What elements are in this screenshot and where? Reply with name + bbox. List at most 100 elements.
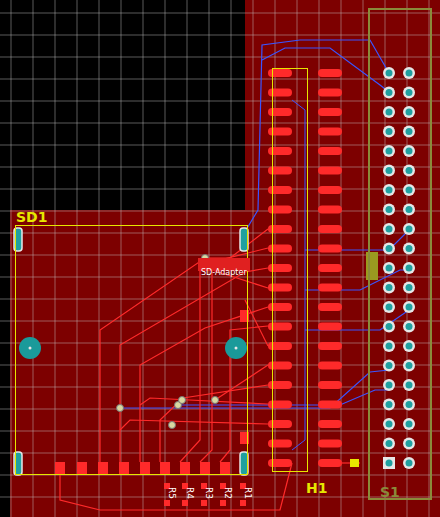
drill-hole bbox=[406, 382, 413, 389]
mount-pad bbox=[240, 228, 248, 251]
th-pad bbox=[403, 126, 415, 138]
marker bbox=[350, 459, 359, 467]
drill-hole bbox=[406, 421, 413, 428]
drill-hole bbox=[406, 187, 413, 194]
component-label: SD-Adapter bbox=[198, 258, 250, 271]
th-pad bbox=[403, 262, 415, 274]
grid-line bbox=[0, 497, 440, 498]
copper-trace bbox=[180, 248, 268, 462]
th-pad bbox=[383, 67, 395, 79]
via bbox=[212, 397, 219, 404]
drill-hole bbox=[386, 206, 393, 213]
th-pad bbox=[383, 340, 395, 352]
via bbox=[169, 422, 176, 429]
smd-pad bbox=[318, 284, 342, 292]
drill-hole bbox=[406, 206, 413, 213]
grid-line bbox=[0, 35, 440, 36]
copper-trace bbox=[292, 100, 305, 450]
grid-line bbox=[0, 343, 440, 344]
smd-pad bbox=[160, 462, 170, 474]
drill-hole bbox=[406, 284, 413, 291]
grid-line bbox=[0, 79, 440, 80]
th-pad bbox=[383, 165, 395, 177]
th-pad bbox=[403, 340, 415, 352]
drill-hole bbox=[386, 284, 393, 291]
grid-line bbox=[0, 299, 440, 300]
th-pad bbox=[403, 204, 415, 216]
th-pad bbox=[383, 418, 395, 430]
th-pad bbox=[383, 321, 395, 333]
drill-hole bbox=[406, 362, 413, 369]
th-pad bbox=[383, 262, 395, 274]
grid-line bbox=[99, 0, 100, 517]
drill-hole bbox=[386, 401, 393, 408]
th-pad bbox=[383, 223, 395, 235]
th-pad bbox=[403, 87, 415, 99]
via bbox=[117, 405, 124, 412]
th-pad bbox=[403, 360, 415, 372]
designator: H1 bbox=[306, 481, 327, 495]
drill-hole bbox=[406, 89, 413, 96]
grid-line bbox=[0, 211, 440, 212]
th-pad bbox=[383, 106, 395, 118]
grid-line bbox=[319, 0, 320, 517]
hole-center bbox=[235, 347, 238, 350]
smd-pad bbox=[318, 245, 342, 253]
component-outline: SD1SD-Adapter bbox=[15, 225, 248, 475]
th-pad bbox=[383, 282, 395, 294]
grid-line bbox=[0, 145, 440, 146]
drill-hole bbox=[406, 343, 413, 350]
smd-pad bbox=[318, 342, 342, 350]
th-pad bbox=[383, 301, 395, 313]
mount-pad bbox=[240, 452, 248, 475]
th-pad bbox=[403, 106, 415, 118]
grid-line bbox=[253, 0, 254, 517]
drill-hole bbox=[386, 128, 393, 135]
grid-line bbox=[55, 0, 56, 517]
resistor-designator: R4 bbox=[185, 487, 194, 499]
grid-line bbox=[0, 321, 440, 322]
drill-hole bbox=[406, 304, 413, 311]
grid-line bbox=[187, 0, 188, 517]
copper-pour bbox=[10, 0, 440, 517]
resistor-designator: R5 bbox=[167, 487, 176, 499]
drill-hole bbox=[406, 440, 413, 447]
th-pad bbox=[403, 418, 415, 430]
drill-hole bbox=[406, 148, 413, 155]
grid-line bbox=[0, 13, 440, 14]
drill-hole bbox=[406, 401, 413, 408]
copper-trace bbox=[200, 270, 268, 462]
drill-hole bbox=[386, 362, 393, 369]
grid-line bbox=[165, 0, 166, 517]
drill-hole bbox=[406, 109, 413, 116]
smd-pad bbox=[200, 462, 210, 474]
copper-trace bbox=[215, 365, 268, 400]
th-pad bbox=[403, 67, 415, 79]
th-pad bbox=[403, 301, 415, 313]
drill-hole bbox=[406, 167, 413, 174]
th-pad bbox=[383, 204, 395, 216]
drill-hole bbox=[406, 460, 413, 467]
drill-hole bbox=[386, 226, 393, 233]
grid-line bbox=[297, 0, 298, 517]
smd-pad bbox=[98, 462, 108, 474]
smd-pad bbox=[318, 303, 342, 311]
drill-hole bbox=[386, 421, 393, 428]
smd-pad bbox=[119, 462, 129, 474]
grid-line bbox=[0, 409, 440, 410]
drill-hole bbox=[406, 70, 413, 77]
drill-hole bbox=[406, 265, 413, 272]
resistor-pad bbox=[201, 500, 207, 506]
resistor-designator: R1 bbox=[243, 487, 252, 499]
drill-hole bbox=[386, 323, 393, 330]
grid-line bbox=[33, 0, 34, 517]
designator: SD-Adapter bbox=[201, 268, 247, 277]
grid-line bbox=[143, 0, 144, 517]
pin1-pad bbox=[383, 457, 395, 469]
smd-pad bbox=[318, 420, 342, 428]
designator: SD1 bbox=[16, 210, 47, 224]
th-pad bbox=[383, 360, 395, 372]
drill-hole bbox=[386, 343, 393, 350]
